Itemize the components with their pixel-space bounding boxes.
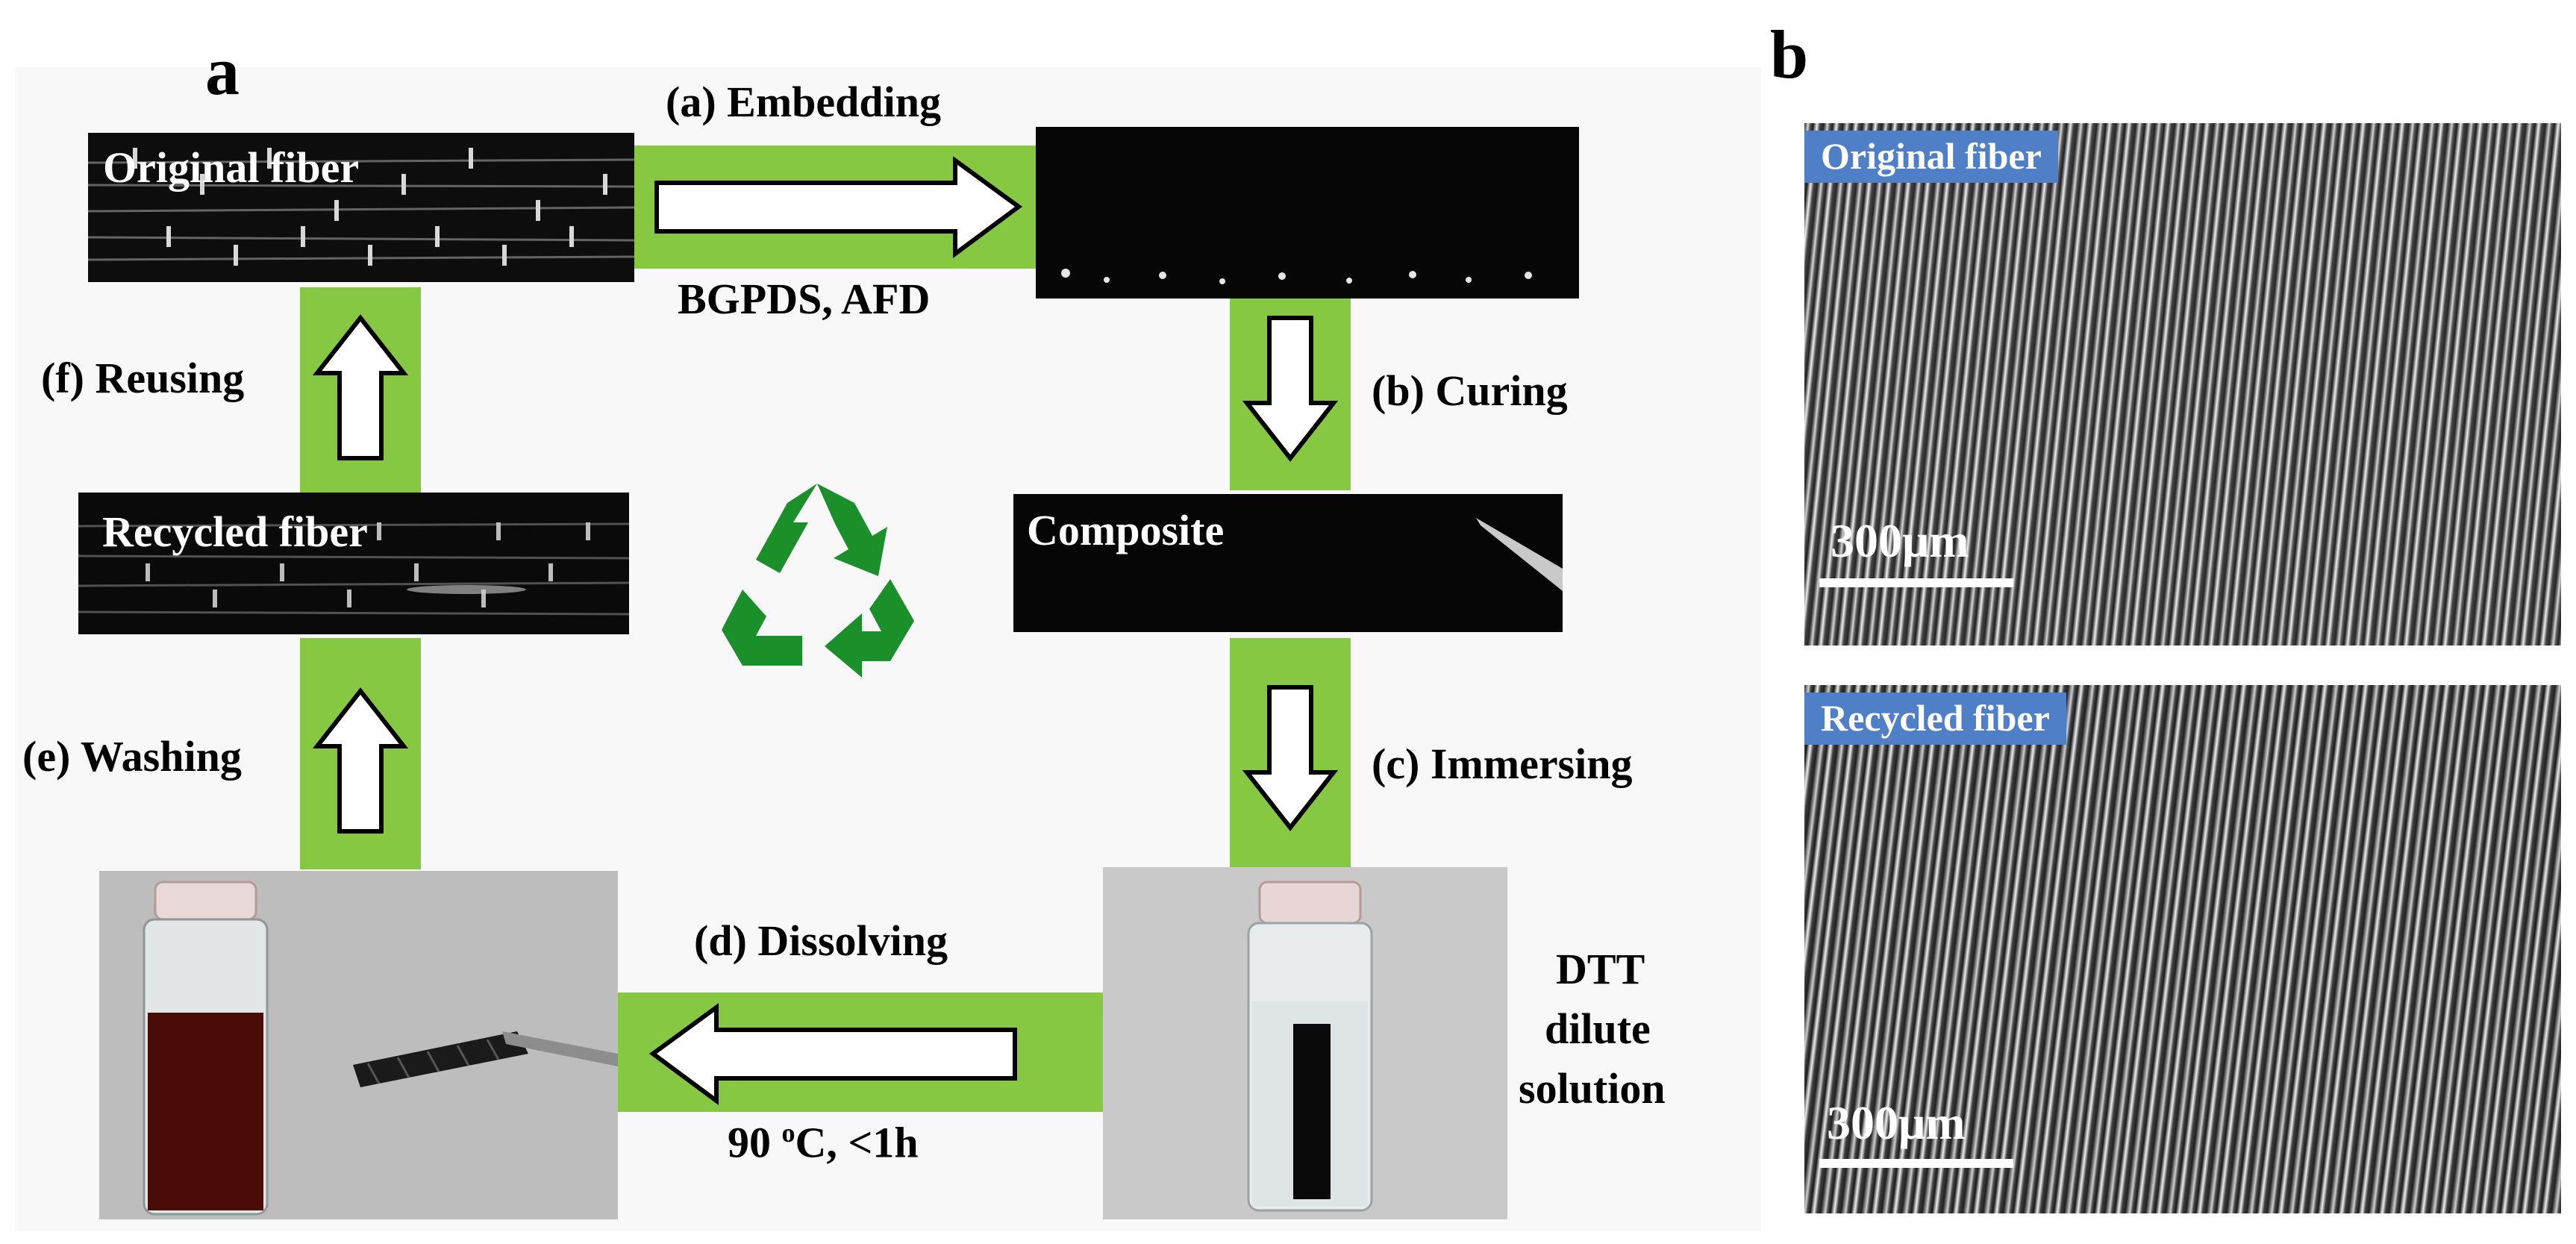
arrow-up-reusing bbox=[313, 314, 408, 460]
dtt-vial-photo bbox=[1103, 867, 1507, 1219]
step-b-label: (b) Curing bbox=[1372, 366, 1568, 415]
recycled-fiber-photo: Recycled fiber bbox=[78, 493, 629, 634]
dtt-label-line1: DTT bbox=[1556, 945, 1645, 993]
dtt-label-line3: solution bbox=[1519, 1064, 1666, 1113]
arrow-up-washing bbox=[313, 687, 408, 834]
composite-label: Composite bbox=[1027, 506, 1225, 554]
step-a-reagents: BGPDS, AFD bbox=[678, 275, 931, 323]
embedded-prepreg-photo bbox=[1036, 127, 1579, 299]
step-c-label: (c) Immersing bbox=[1372, 740, 1633, 788]
sem-recycled-fiber: Recycled fiber 300μm bbox=[1804, 685, 2561, 1213]
scale-text-bottom: 300μm bbox=[1827, 1096, 1966, 1149]
step-f-label: (f) Reusing bbox=[41, 354, 245, 402]
step-d-time: C, <1h bbox=[795, 1118, 919, 1167]
arrow-down-curing bbox=[1242, 316, 1338, 462]
step-d-conditions: 90 oC, <1h bbox=[728, 1119, 919, 1164]
original-fiber-label: Original fiber bbox=[103, 143, 360, 192]
scale-bar-top bbox=[1819, 578, 2013, 587]
recycled-fiber-label: Recycled fiber bbox=[102, 507, 368, 556]
arrow-down-immersing bbox=[1242, 685, 1338, 831]
step-d-degree: o bbox=[781, 1118, 795, 1148]
panel-b-letter: b bbox=[1770, 16, 1809, 93]
step-d-label: (d) Dissolving bbox=[694, 916, 948, 965]
sem-original-fiber: Original fiber 300μm bbox=[1804, 123, 2561, 646]
arrow-left-dissolving bbox=[649, 1003, 1017, 1105]
original-fiber-photo: Original fiber bbox=[88, 133, 634, 282]
dtt-label-line2: dilute bbox=[1545, 1004, 1651, 1053]
composite-photo: Composite bbox=[1013, 494, 1563, 632]
panel-a-letter: a bbox=[205, 33, 240, 109]
step-a-label: (a) Embedding bbox=[666, 78, 942, 126]
step-e-label: (e) Washing bbox=[22, 732, 242, 781]
scale-bar-bottom bbox=[1819, 1159, 2013, 1168]
sem-top-label: Original fiber bbox=[1804, 131, 2058, 183]
scale-text-top: 300μm bbox=[1831, 514, 1969, 567]
sem-bottom-label: Recycled fiber bbox=[1804, 693, 2066, 745]
dissolved-vial-photo bbox=[99, 871, 618, 1219]
step-d-temp: 90 bbox=[728, 1118, 782, 1167]
recycle-icon bbox=[722, 484, 914, 678]
arrow-right-embedding bbox=[654, 156, 1022, 258]
